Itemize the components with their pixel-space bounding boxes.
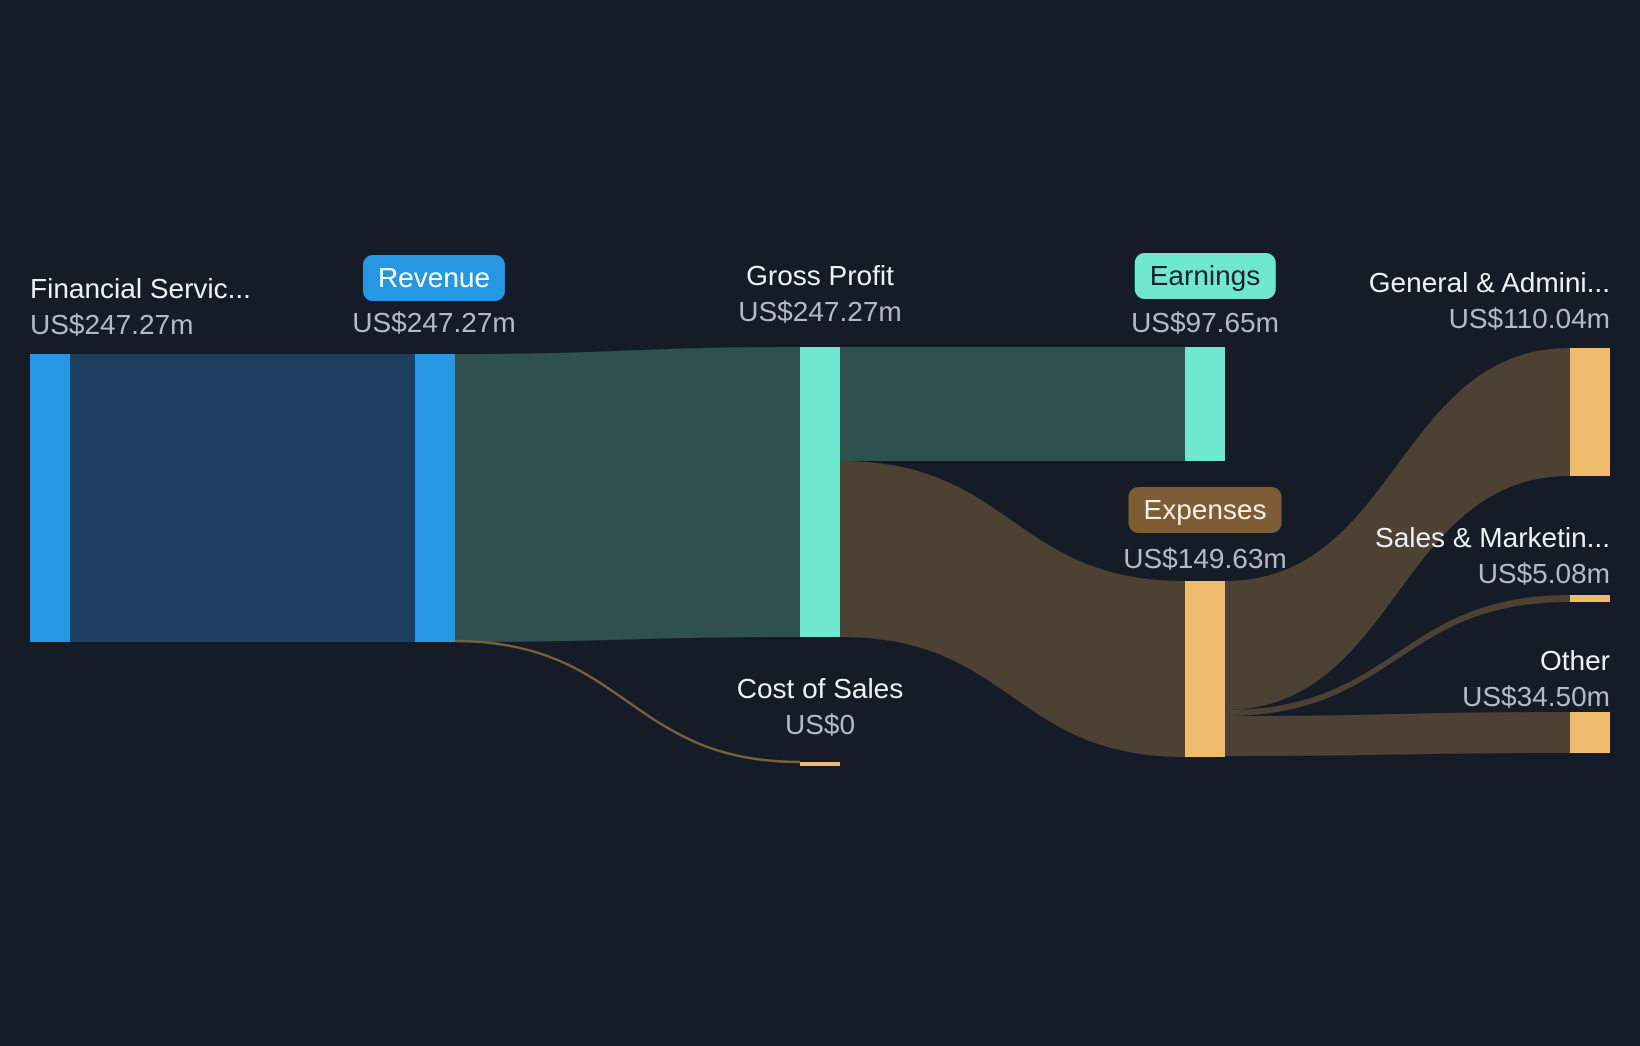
revenue-value: US$247.27m: [352, 307, 516, 338]
label-earnings: US$97.65m: [1131, 305, 1279, 341]
flow-expenses-to-sales-marketing: [1225, 595, 1570, 716]
label-expenses: US$149.63m: [1123, 541, 1286, 577]
label-gross-profit: Gross Profit US$247.27m: [738, 258, 901, 330]
node-cost-of-sales: [800, 762, 840, 766]
flow-gross-profit-to-earnings: [840, 347, 1185, 461]
flow-revenue-to-cost-of-sales: [454, 639, 801, 764]
label-sales-marketing: Sales & Marketin... US$5.08m: [1375, 520, 1610, 592]
label-cost-of-sales: Cost of Sales US$0: [737, 671, 904, 743]
node-general-administrative: [1570, 348, 1610, 476]
node-expenses: [1185, 581, 1225, 757]
other-title: Other: [1539, 645, 1610, 676]
sales-marketing-title: Sales & Marketin...: [1375, 522, 1610, 553]
node-sales-marketing: [1570, 595, 1610, 602]
node-revenue: [415, 354, 455, 642]
gross-profit-title: Gross Profit: [746, 260, 894, 291]
flow-gross-profit-to-expenses: [840, 461, 1185, 757]
expenses-value: US$149.63m: [1123, 543, 1287, 574]
general-administrative-title: General & Admini...: [1368, 267, 1610, 298]
other-value: US$34.50m: [1462, 681, 1610, 712]
financial-services-value: US$247.27m: [30, 309, 194, 340]
earnings-value: US$97.65m: [1131, 307, 1279, 338]
label-general-administrative: General & Admini... US$110.04m: [1369, 265, 1610, 337]
label-financial-services: Financial Servic... US$247.27m: [30, 271, 251, 343]
label-other: Other US$34.50m: [1462, 643, 1610, 715]
flow-expenses-to-other: [1225, 712, 1570, 756]
revenue-badge: Revenue: [362, 255, 506, 301]
node-earnings: [1185, 347, 1225, 461]
gross-profit-value: US$247.27m: [738, 296, 902, 327]
node-other: [1570, 712, 1610, 753]
general-administrative-value: US$110.04m: [1448, 303, 1610, 334]
cost-of-sales-value: US$0: [784, 709, 856, 740]
node-financial-services: [30, 354, 70, 642]
flow-expenses-to-general-administrative: [1225, 348, 1570, 710]
cost-of-sales-title: Cost of Sales: [736, 673, 904, 704]
flow-revenue-to-gross-profit: [455, 347, 800, 642]
flow-financial-services-to-revenue: [70, 354, 415, 642]
node-gross-profit: [800, 347, 840, 637]
label-revenue: US$247.27m: [352, 305, 515, 341]
financial-services-title: Financial Servic...: [30, 273, 251, 304]
sales-marketing-value: US$5.08m: [1477, 558, 1610, 589]
earnings-badge: Earnings: [1134, 253, 1276, 299]
expenses-badge: Expenses: [1128, 487, 1282, 533]
